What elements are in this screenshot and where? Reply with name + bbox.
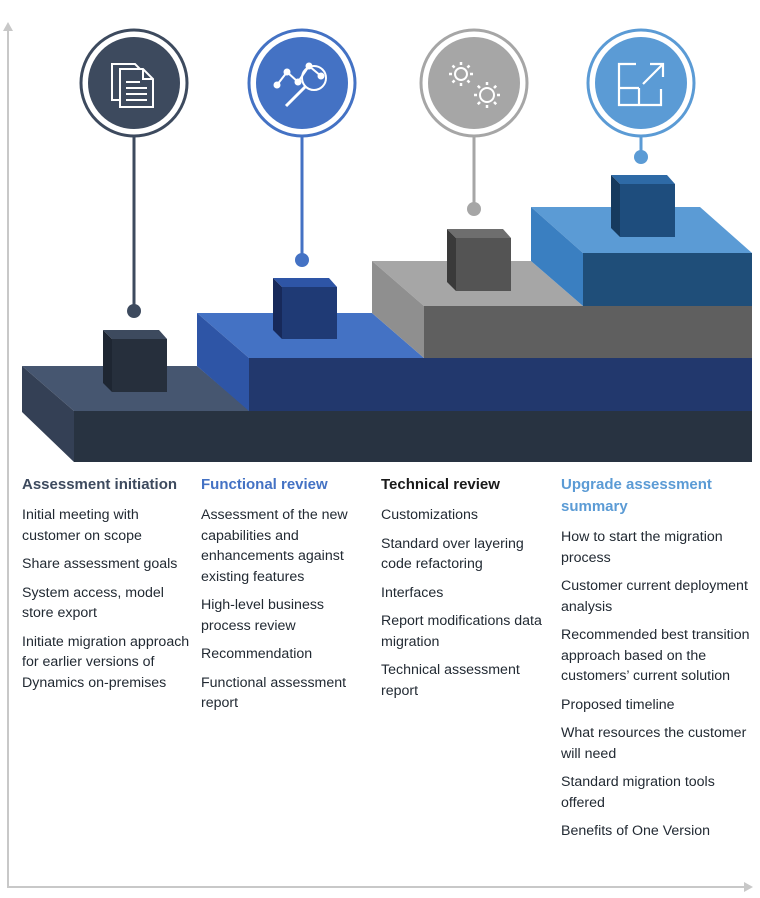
icon-circle-functional-review [247,28,357,138]
step-slab-assessment-initiation [22,366,752,462]
phase-item: System access, model store export [22,584,164,622]
gears-icon [449,62,500,108]
icon-circle-upgrade-assessment [586,28,696,138]
phase-column-technical-review: Technical review Customizations Standard… [381,474,553,709]
phase-item: Initial meeting with customer on scope [22,507,142,544]
vertical-axis-arrow [3,22,13,31]
phase-item: Benefits of One Version [561,823,711,839]
upgrade-arrow-icon [617,62,665,107]
phase-title: Upgrade assessment summary [561,476,712,515]
phase-item: Share assessment goals [22,556,178,572]
phase-items: Assessment of the new capabilities and e… [201,505,373,714]
phase-item: Recommendation [201,646,313,662]
phase-item: Recommended best transition approach bas… [561,627,750,684]
horizontal-axis [7,886,745,888]
phase-item: How to start the migration process [561,529,723,566]
phase-title: Functional review [201,476,328,493]
phase-item: Standard migration tools offered [561,774,715,811]
phase-item: Technical assessment report [381,662,520,699]
phase-item: Proposed timeline [561,696,675,713]
phase-item: Customer current deployment analysis [561,578,748,615]
step-slab-technical-review [372,261,752,358]
phase-items: Customizations Standard over layering co… [381,505,553,701]
phase-item: High-level business process review [201,597,325,634]
cube-technical-review [447,229,511,291]
icon-circle-assessment-initiation [79,28,189,138]
phase-item: Interfaces [381,584,444,601]
cube-functional-review [273,278,337,339]
connector-upgrade-assessment [634,133,648,164]
phase-item: Assessment of the new capabilities and e… [201,507,348,585]
connector-assessment-initiation [127,133,141,318]
phase-item: Initiate migration approach for earlier … [22,633,190,691]
document-icon [111,63,154,108]
horizontal-axis-arrow [744,882,753,892]
phase-title: Assessment initiation [22,476,178,493]
staircase-diagram [22,28,752,462]
connector-functional-review [295,133,309,267]
icon-circle-technical-review [419,28,529,138]
phase-item: What resources the customer will need [561,725,747,762]
phase-item: Standard over layering code refactoring [381,535,524,573]
phase-item: Functional assessment report [201,674,347,712]
phase-item: Customizations [381,507,478,523]
vertical-axis [7,26,9,888]
phase-column-functional-review: Functional review Assessment of the new … [201,474,373,722]
analytics-magnifier-icon [273,62,327,108]
phase-title: Technical review [381,476,500,493]
phase-items: How to start the migration process Custo… [561,527,751,842]
phase-column-upgrade-assessment: Upgrade assessment summary How to start … [561,474,751,850]
cube-assessment-initiation [103,330,167,392]
cube-upgrade-assessment [611,175,675,237]
connector-technical-review [467,133,481,216]
phase-column-assessment-initiation: Assessment initiation Initial meeting wi… [22,474,194,701]
phase-items: Initial meeting with customer on scope S… [22,505,194,693]
phase-item: Report modifications data migration [381,613,542,650]
